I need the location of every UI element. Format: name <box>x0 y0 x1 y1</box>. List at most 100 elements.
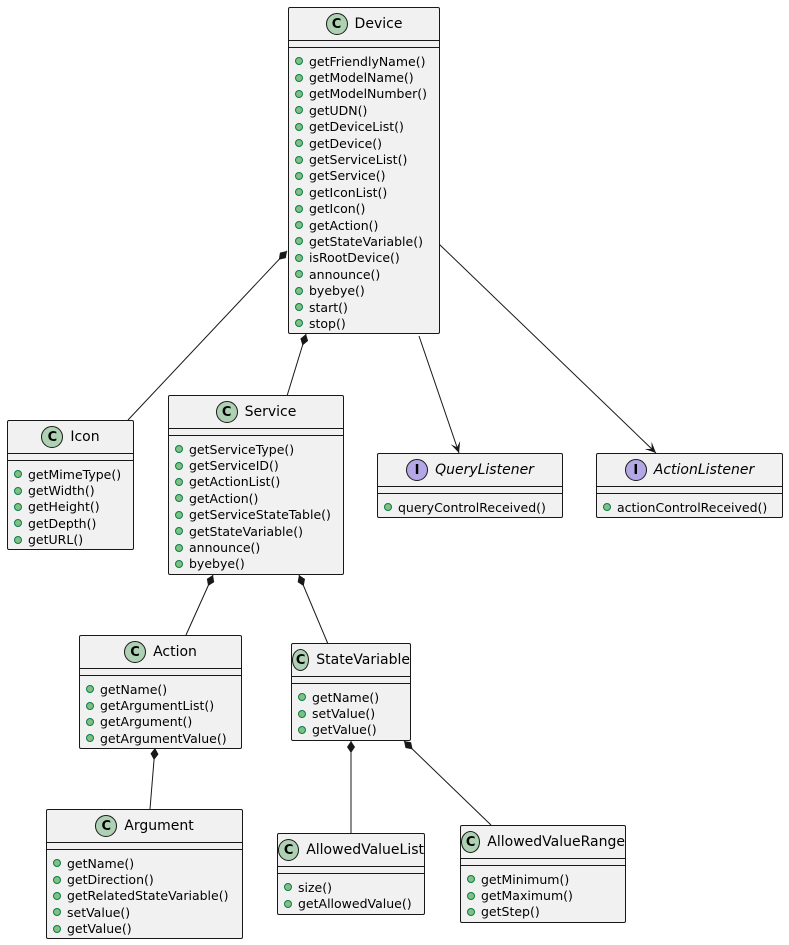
public-visibility-icon <box>295 122 303 131</box>
method-name: setValue() <box>67 904 131 920</box>
public-visibility-icon <box>86 701 94 710</box>
method-name: getStep() <box>481 904 540 920</box>
method-name: getStateVariable() <box>309 233 423 249</box>
class-icon: C <box>292 649 310 671</box>
method-list: size()getAllowedValue() <box>278 873 424 916</box>
method-row: getIcon() <box>295 201 433 217</box>
public-visibility-icon <box>295 139 303 148</box>
public-visibility-icon <box>175 543 183 552</box>
class-header: C StateVariable <box>292 644 410 676</box>
method-row: getAllowedValue() <box>284 895 418 911</box>
interface-icon: I <box>406 459 429 481</box>
class-name: QueryListener <box>435 462 534 478</box>
method-row: setValue() <box>298 705 404 721</box>
method-name: getAllowedValue() <box>298 896 412 912</box>
public-visibility-icon <box>467 875 475 884</box>
public-visibility-icon <box>295 253 303 262</box>
method-row: getName() <box>86 681 235 697</box>
method-row: getStep() <box>467 904 619 920</box>
edge-service-action <box>185 574 215 636</box>
edge-device-service <box>286 333 309 397</box>
public-visibility-icon <box>86 685 94 694</box>
method-name: getName() <box>312 689 380 705</box>
public-visibility-icon <box>86 717 94 726</box>
method-name: getName() <box>100 681 168 697</box>
method-row: getArgumentValue() <box>86 730 235 746</box>
public-visibility-icon <box>295 89 303 98</box>
class-icon: C <box>41 426 64 448</box>
method-row: getServiceType() <box>175 441 337 457</box>
method-row: getAction() <box>295 217 433 233</box>
public-visibility-icon <box>175 494 183 503</box>
method-row: getMinimum() <box>467 871 619 887</box>
method-name: getHeight() <box>28 499 100 515</box>
method-row: getIconList() <box>295 184 433 200</box>
public-visibility-icon <box>295 106 303 115</box>
method-list: getName()getArgumentList()getArgument()g… <box>80 675 241 751</box>
method-row: getDepth() <box>14 515 127 531</box>
method-name: getServiceID() <box>189 458 279 474</box>
method-name: getDepth() <box>28 515 97 531</box>
edge-action-argument <box>149 747 159 810</box>
class-device: C Device getFriendlyName()getModelName()… <box>288 7 440 334</box>
public-visibility-icon <box>298 725 306 734</box>
method-row: getArgument() <box>86 714 235 730</box>
edge-statevariable-allowedvaluerange <box>403 740 492 826</box>
method-row: getFriendlyName() <box>295 53 433 69</box>
method-row: getRelatedStateVariable() <box>53 888 236 904</box>
method-name: getAction() <box>189 490 259 506</box>
class-service: C Service getServiceType()getServiceID()… <box>168 395 344 575</box>
method-row: getURL() <box>14 532 127 548</box>
method-row: getMaximum() <box>467 887 619 903</box>
public-visibility-icon <box>86 734 94 743</box>
class-header: C Icon <box>8 421 133 453</box>
public-visibility-icon <box>295 57 303 66</box>
method-row: getStateVariable() <box>295 233 433 249</box>
public-visibility-icon <box>295 204 303 213</box>
public-visibility-icon <box>295 286 303 295</box>
method-name: getArgument() <box>100 714 193 730</box>
method-list: getServiceType()getServiceID()getActionL… <box>169 435 343 576</box>
public-visibility-icon <box>53 875 61 884</box>
public-visibility-icon <box>53 924 61 933</box>
public-visibility-icon <box>295 155 303 164</box>
public-visibility-icon <box>284 899 292 908</box>
class-icon: C <box>124 641 147 663</box>
public-visibility-icon <box>175 445 183 454</box>
method-row: getValue() <box>298 722 404 738</box>
class-icon: C <box>325 13 348 35</box>
method-name: getArgumentValue() <box>100 730 227 746</box>
method-row: stop() <box>295 315 433 331</box>
method-name: start() <box>309 299 348 315</box>
public-visibility-icon <box>14 486 22 495</box>
interface-icon: I <box>624 459 647 481</box>
class-name: StateVariable <box>316 652 410 668</box>
public-visibility-icon <box>14 535 22 544</box>
class-header: I ActionListener <box>597 454 782 486</box>
public-visibility-icon <box>53 891 61 900</box>
method-row: getService() <box>295 168 433 184</box>
method-name: getMinimum() <box>481 871 570 887</box>
interface-query-listener: I QueryListener queryControlReceived() <box>377 453 563 518</box>
method-row: getActionList() <box>175 474 337 490</box>
public-visibility-icon <box>467 891 475 900</box>
method-name: isRootDevice() <box>309 250 400 266</box>
method-row: getArgumentList() <box>86 697 235 713</box>
edge-device-actionlistener <box>438 243 657 454</box>
method-name: getArgumentList() <box>100 698 215 714</box>
method-row: getName() <box>298 689 404 705</box>
public-visibility-icon <box>295 188 303 197</box>
public-visibility-icon <box>295 270 303 279</box>
class-allowed-value-range: C AllowedValueRange getMinimum()getMaxim… <box>460 825 626 923</box>
method-name: getDeviceList() <box>309 119 404 135</box>
edge-device-icon <box>127 250 288 421</box>
method-name: getFriendlyName() <box>309 53 426 69</box>
method-name: getMaximum() <box>481 888 573 904</box>
public-visibility-icon <box>175 527 183 536</box>
method-name: getValue() <box>312 722 377 738</box>
public-visibility-icon <box>295 73 303 82</box>
public-visibility-icon <box>467 907 475 916</box>
method-name: getService() <box>309 168 386 184</box>
method-name: actionControlReceived() <box>617 499 768 515</box>
class-icon: C <box>215 401 238 423</box>
